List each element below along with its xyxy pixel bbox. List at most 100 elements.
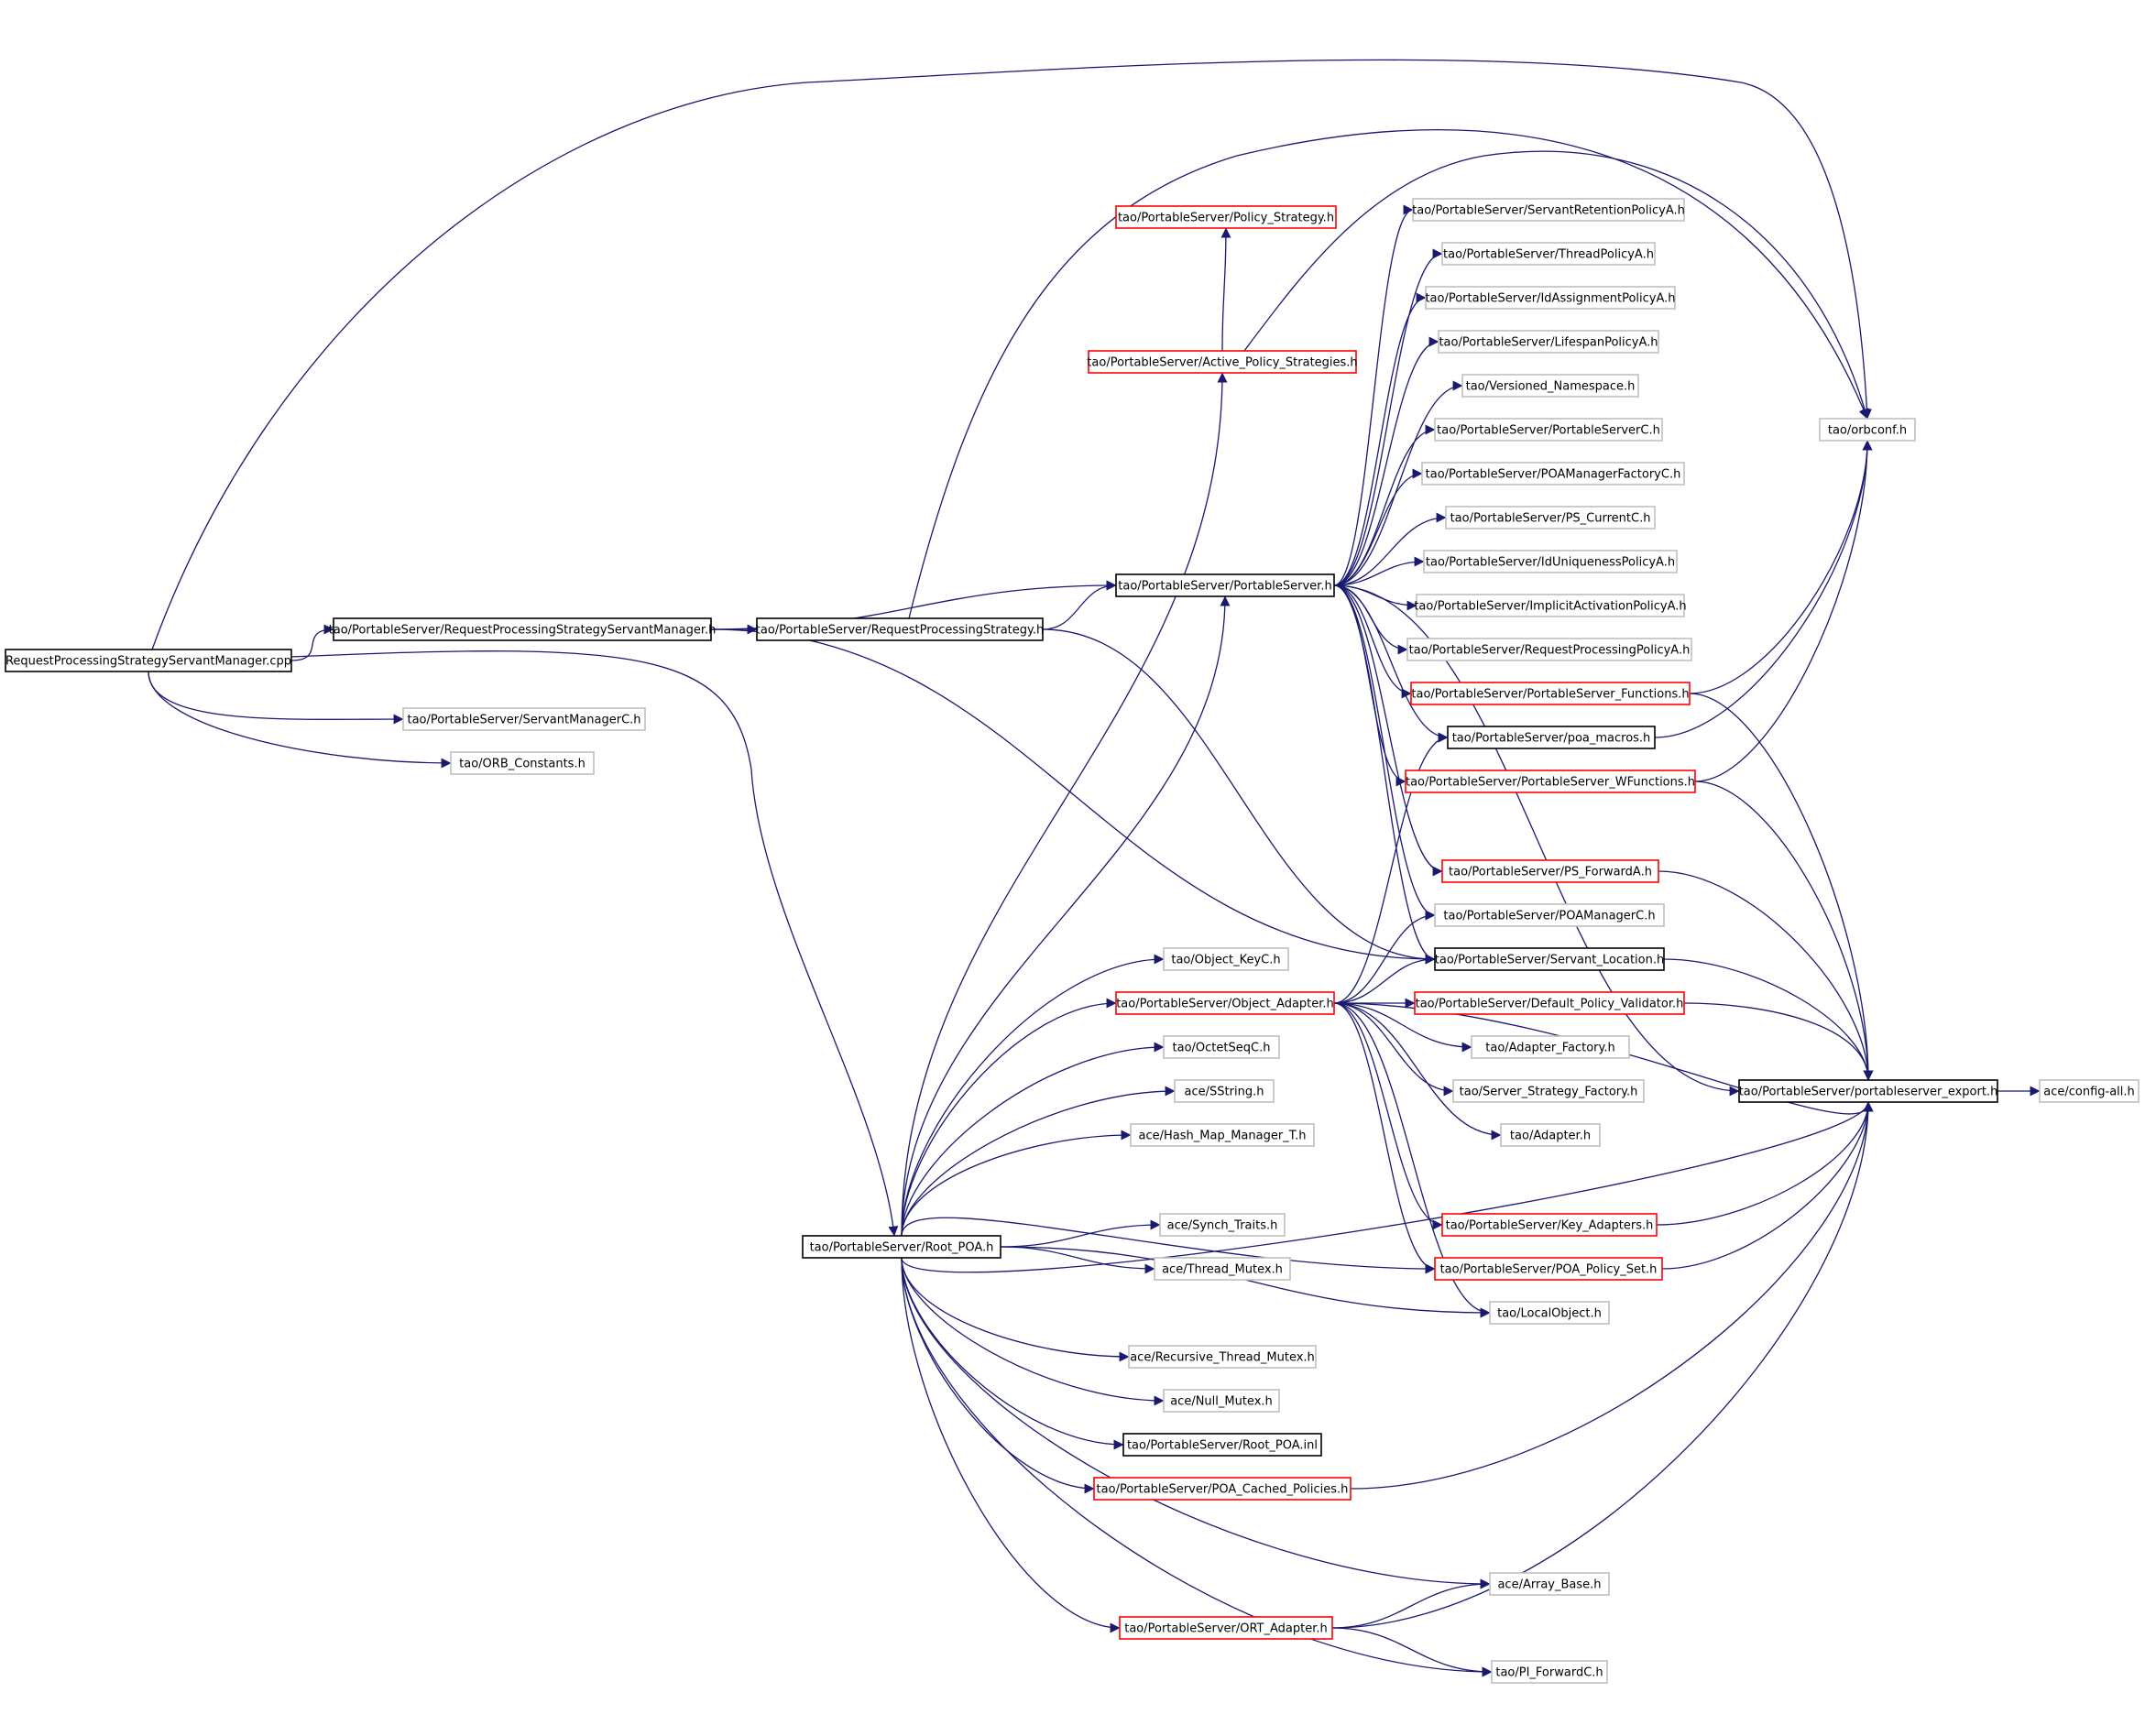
node-box[interactable] bbox=[1416, 594, 1685, 617]
node-box[interactable] bbox=[402, 707, 646, 731]
node-box[interactable] bbox=[1434, 903, 1665, 927]
node-box[interactable] bbox=[1405, 770, 1696, 793]
node-box[interactable] bbox=[1491, 1660, 1608, 1684]
node-box[interactable] bbox=[1441, 1213, 1658, 1237]
node-box[interactable] bbox=[1421, 462, 1685, 486]
node-pmc[interactable]: tao/PortableServer/POAManagerC.h bbox=[1434, 903, 1665, 927]
node-okc[interactable]: tao/Object_KeyC.h bbox=[1163, 947, 1289, 971]
node-osc[interactable]: tao/OctetSeqC.h bbox=[1163, 1035, 1280, 1059]
node-psfa[interactable]: tao/PortableServer/PS_ForwardA.h bbox=[1441, 859, 1659, 883]
node-box[interactable] bbox=[1441, 859, 1659, 883]
node-orbc[interactable]: tao/ORB_Constants.h bbox=[450, 751, 595, 775]
node-box[interactable] bbox=[1434, 947, 1665, 971]
node-ssf[interactable]: tao/Server_Strategy_Factory.h bbox=[1452, 1079, 1645, 1103]
node-rtm[interactable]: ace/Recursive_Thread_Mutex.h bbox=[1128, 1345, 1317, 1369]
node-vns[interactable]: tao/Versioned_Namespace.h bbox=[1461, 374, 1639, 398]
node-box[interactable] bbox=[1174, 1079, 1275, 1103]
node-psc[interactable]: tao/PortableServer/PortableServerC.h bbox=[1434, 418, 1663, 442]
node-pmfc[interactable]: tao/PortableServer/POAManagerFactoryC.h bbox=[1421, 462, 1685, 486]
node-box[interactable] bbox=[1115, 205, 1337, 229]
node-box[interactable] bbox=[1489, 1572, 1610, 1596]
node-box[interactable] bbox=[1119, 1616, 1333, 1640]
node-box[interactable] bbox=[1461, 374, 1639, 398]
node-box[interactable] bbox=[1163, 1389, 1280, 1413]
node-box[interactable] bbox=[1425, 286, 1676, 310]
node-box[interactable] bbox=[1115, 573, 1335, 597]
node-root[interactable]: RequestProcessingStrategyServantManager.… bbox=[5, 649, 292, 672]
node-iap[interactable]: tao/PortableServer/IdAssignmentPolicyA.h bbox=[1425, 286, 1676, 310]
node-box[interactable] bbox=[1088, 350, 1357, 374]
node-box[interactable] bbox=[1130, 1123, 1315, 1147]
node-orta[interactable]: tao/PortableServer/ORT_Adapter.h bbox=[1119, 1616, 1333, 1640]
node-box[interactable] bbox=[1447, 726, 1656, 749]
node-rpoa[interactable]: tao/PortableServer/Root_POA.h bbox=[802, 1235, 1001, 1259]
node-rps[interactable]: tao/PortableServer/RequestProcessingStra… bbox=[756, 617, 1044, 641]
node-box[interactable] bbox=[1500, 1123, 1601, 1147]
node-box[interactable] bbox=[1738, 1079, 1998, 1103]
node-ss[interactable]: ace/SString.h bbox=[1174, 1079, 1275, 1103]
node-ab[interactable]: ace/Array_Base.h bbox=[1489, 1572, 1610, 1596]
node-psf[interactable]: tao/PortableServer/PortableServer_Functi… bbox=[1410, 682, 1691, 705]
node-box[interactable] bbox=[1159, 1213, 1286, 1237]
node-box[interactable] bbox=[1441, 242, 1656, 266]
node-rpsm[interactable]: tao/PortableServer/RequestProcessingStra… bbox=[329, 617, 717, 641]
node-box[interactable] bbox=[1163, 947, 1289, 971]
node-box[interactable] bbox=[1445, 506, 1656, 530]
node-box[interactable] bbox=[1154, 1257, 1291, 1281]
node-box[interactable] bbox=[1163, 1035, 1280, 1059]
node-box[interactable] bbox=[1128, 1345, 1317, 1369]
node-pscur[interactable]: tao/PortableServer/PS_CurrentC.h bbox=[1445, 506, 1656, 530]
node-hmm[interactable]: ace/Hash_Map_Manager_T.h bbox=[1130, 1123, 1315, 1147]
node-rpp[interactable]: tao/PortableServer/RequestProcessingPoli… bbox=[1406, 638, 1692, 661]
node-ps[interactable]: tao/PortableServer/PortableServer.h bbox=[1115, 573, 1335, 597]
node-smc[interactable]: tao/PortableServer/ServantManagerC.h bbox=[402, 707, 646, 731]
node-box[interactable] bbox=[1438, 330, 1659, 354]
node-pstrat[interactable]: tao/PortableServer/Policy_Strategy.h bbox=[1115, 205, 1337, 229]
node-pse[interactable]: tao/PortableServer/portableserver_export… bbox=[1738, 1079, 1998, 1103]
node-tp[interactable]: tao/PortableServer/ThreadPolicyA.h bbox=[1441, 242, 1656, 266]
node-dpv[interactable]: tao/PortableServer/Default_Policy_Valida… bbox=[1414, 991, 1685, 1015]
node-box[interactable] bbox=[802, 1235, 1001, 1259]
node-box[interactable] bbox=[1410, 682, 1691, 705]
node-box[interactable] bbox=[756, 617, 1044, 641]
node-orbconf[interactable]: tao/orbconf.h bbox=[1819, 418, 1916, 442]
node-adp[interactable]: tao/Adapter.h bbox=[1500, 1123, 1601, 1147]
node-rpinl[interactable]: tao/PortableServer/Root_POA.inl bbox=[1122, 1433, 1322, 1457]
node-box[interactable] bbox=[450, 751, 595, 775]
node-sl[interactable]: tao/PortableServer/Servant_Location.h bbox=[1434, 947, 1665, 971]
node-box[interactable] bbox=[1423, 550, 1678, 573]
node-box[interactable] bbox=[1434, 1257, 1663, 1281]
node-pswf[interactable]: tao/PortableServer/PortableServer_WFunct… bbox=[1405, 770, 1696, 793]
node-tm[interactable]: ace/Thread_Mutex.h bbox=[1154, 1257, 1291, 1281]
node-ppset[interactable]: tao/PortableServer/POA_Policy_Set.h bbox=[1434, 1257, 1663, 1281]
node-box[interactable] bbox=[1406, 638, 1692, 661]
node-box[interactable] bbox=[1115, 991, 1335, 1015]
node-box[interactable] bbox=[2039, 1079, 2140, 1103]
node-af[interactable]: tao/Adapter_Factory.h bbox=[1471, 1035, 1630, 1059]
node-box[interactable] bbox=[1093, 1477, 1352, 1501]
node-lo[interactable]: tao/LocalObject.h bbox=[1489, 1301, 1610, 1325]
node-box[interactable] bbox=[1471, 1035, 1630, 1059]
node-box[interactable] bbox=[5, 649, 292, 672]
node-box[interactable] bbox=[333, 617, 712, 641]
node-lp[interactable]: tao/PortableServer/LifespanPolicyA.h bbox=[1438, 330, 1659, 354]
node-aca[interactable]: ace/config-all.h bbox=[2039, 1079, 2140, 1103]
node-box[interactable] bbox=[1819, 418, 1916, 442]
node-nm[interactable]: ace/Null_Mutex.h bbox=[1163, 1389, 1280, 1413]
node-box[interactable] bbox=[1412, 198, 1685, 222]
node-box[interactable] bbox=[1434, 418, 1663, 442]
node-iactp[interactable]: tao/PortableServer/ImplicitActivationPol… bbox=[1414, 594, 1687, 617]
node-box[interactable] bbox=[1414, 991, 1685, 1015]
node-oa[interactable]: tao/PortableServer/Object_Adapter.h bbox=[1115, 991, 1335, 1015]
node-iup[interactable]: tao/PortableServer/IdUniquenessPolicyA.h bbox=[1423, 550, 1678, 573]
node-box[interactable] bbox=[1489, 1301, 1610, 1325]
node-ka[interactable]: tao/PortableServer/Key_Adapters.h bbox=[1441, 1213, 1658, 1237]
node-aps[interactable]: tao/PortableServer/Active_Policy_Strateg… bbox=[1087, 350, 1358, 374]
node-box[interactable] bbox=[1452, 1079, 1645, 1103]
node-pcp[interactable]: tao/PortableServer/POA_Cached_Policies.h bbox=[1093, 1477, 1352, 1501]
node-pifc[interactable]: tao/PI_ForwardC.h bbox=[1491, 1660, 1608, 1684]
node-box[interactable] bbox=[1122, 1433, 1322, 1457]
node-srp[interactable]: tao/PortableServer/ServantRetentionPolic… bbox=[1412, 198, 1685, 222]
node-st[interactable]: ace/Synch_Traits.h bbox=[1159, 1213, 1286, 1237]
node-pm[interactable]: tao/PortableServer/poa_macros.h bbox=[1447, 726, 1656, 749]
